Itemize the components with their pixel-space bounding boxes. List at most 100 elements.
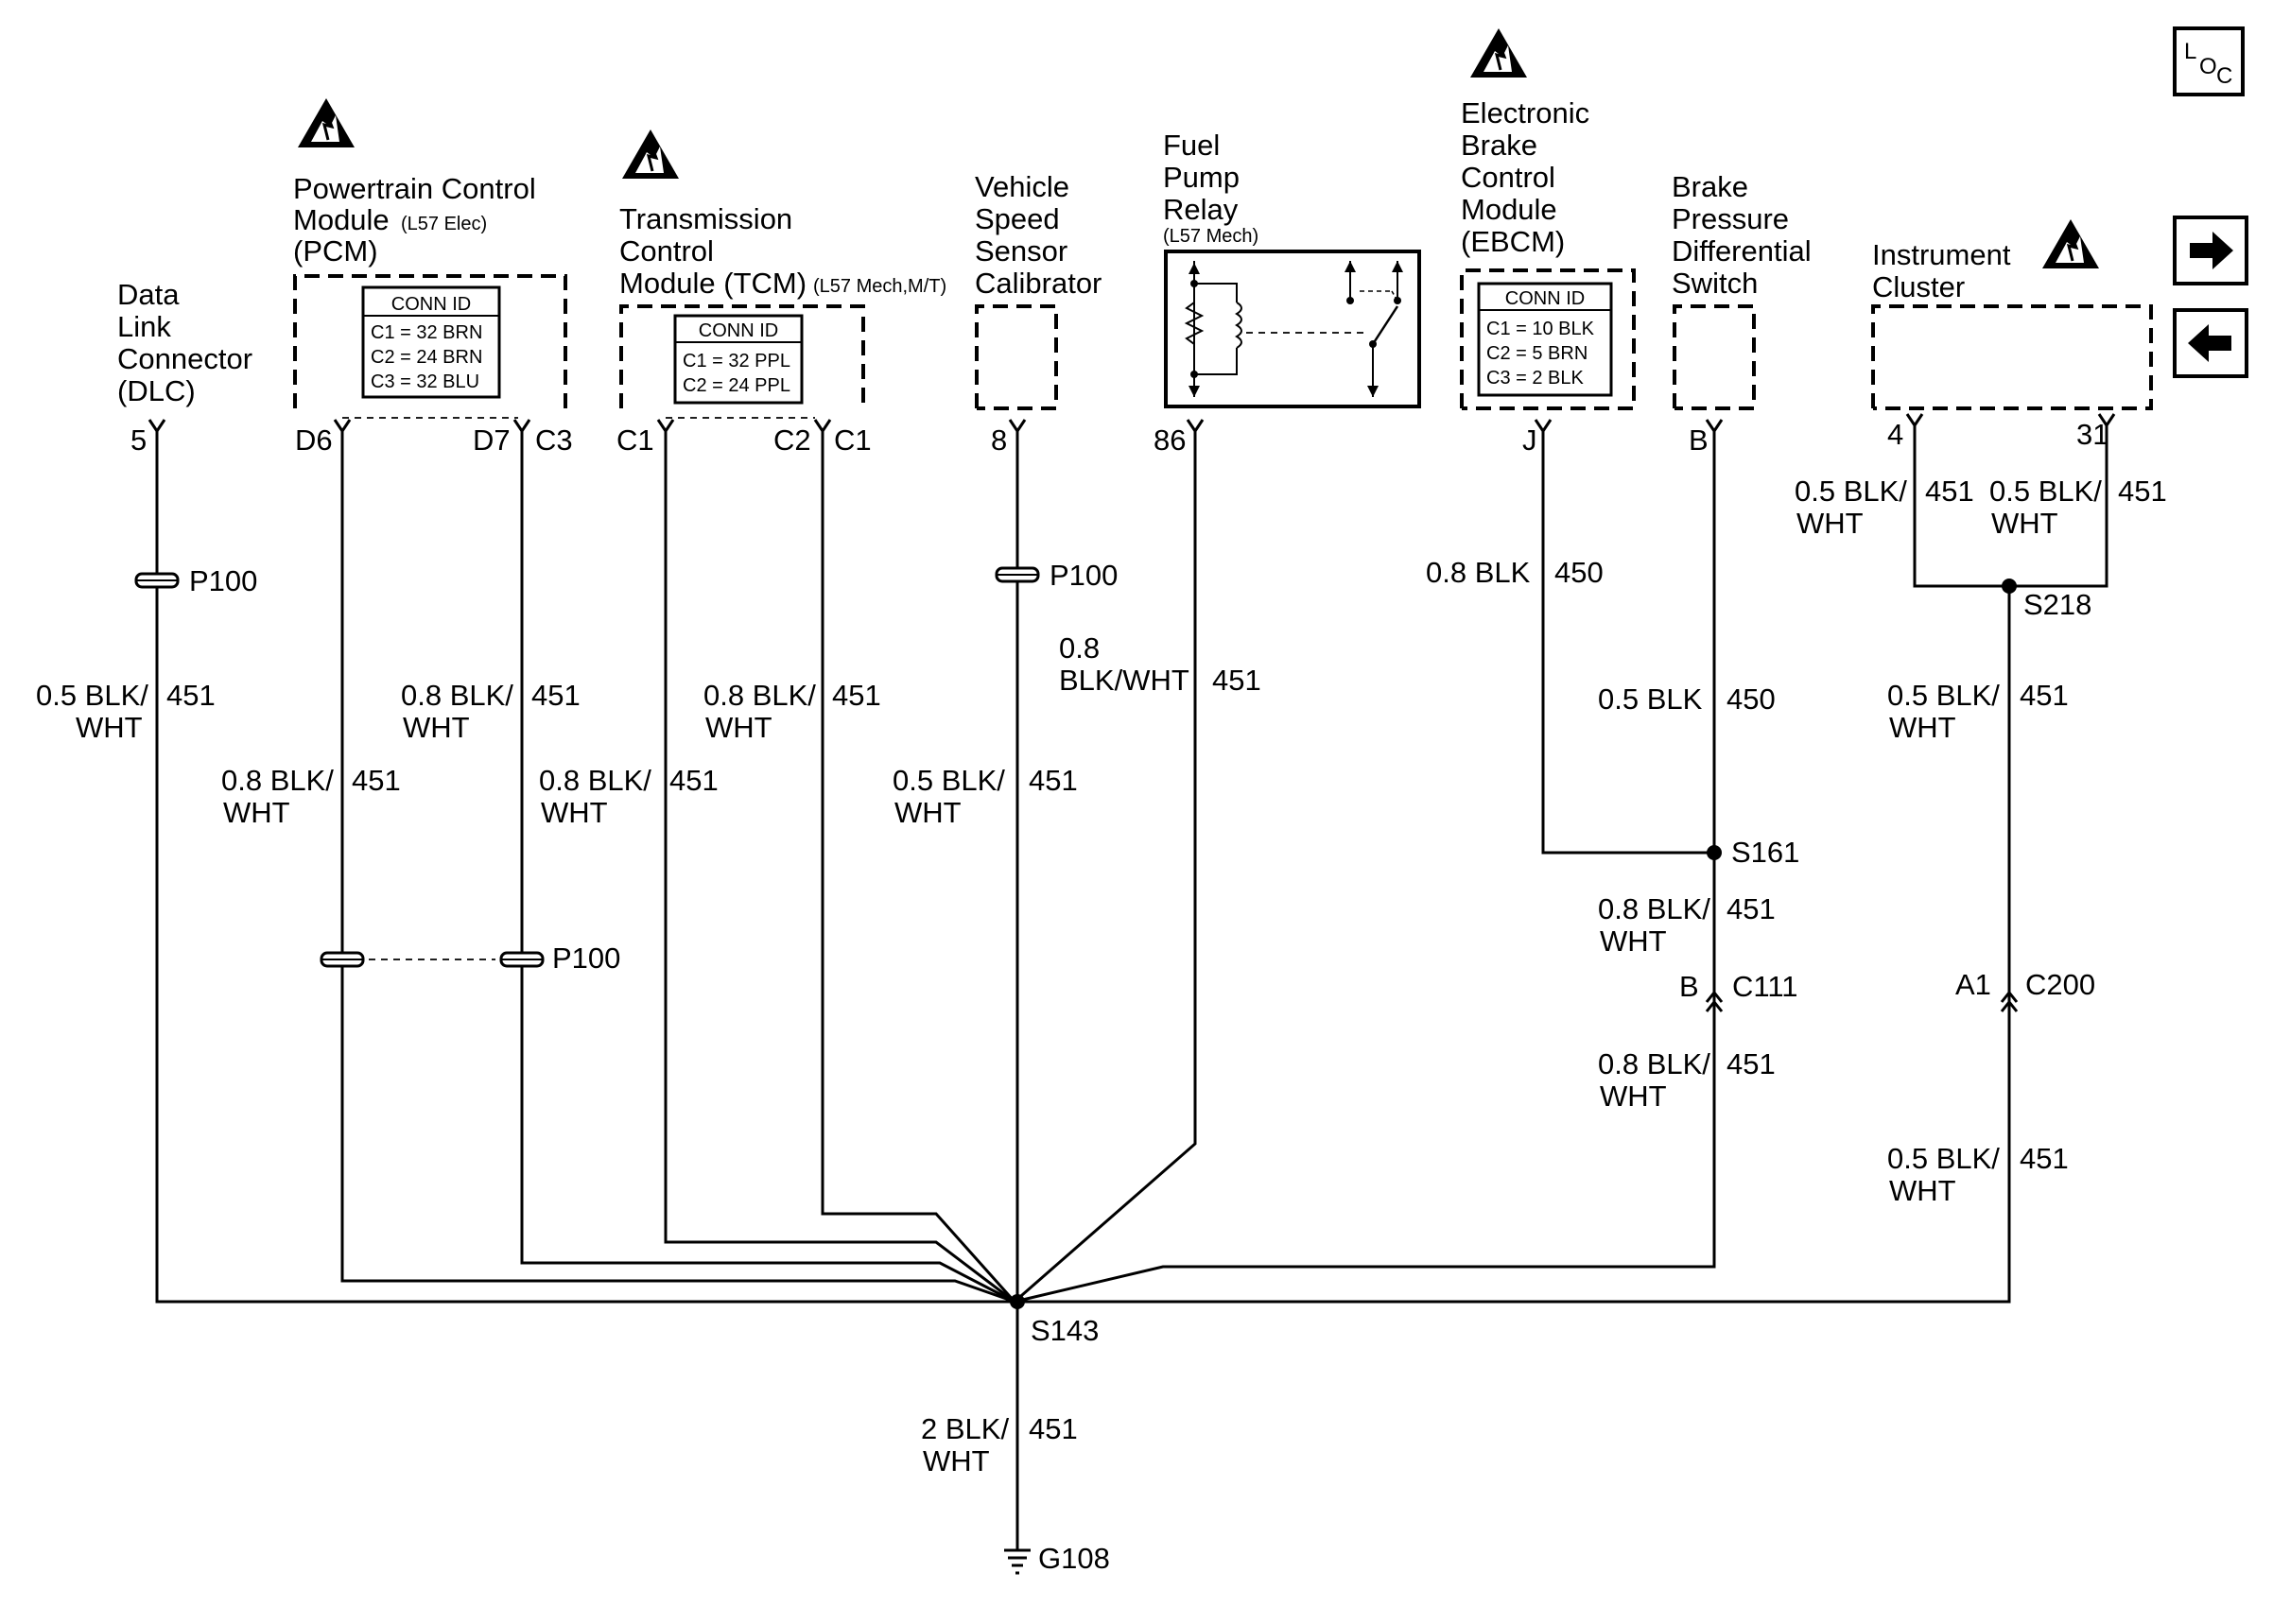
c200-pin: A1	[1955, 968, 1991, 1001]
fuel-pump-relay-box[interactable]	[1164, 250, 1421, 408]
wire-circuit: 451	[669, 764, 719, 797]
wire-labels: 0.5 BLK/ WHT 451 0.8 BLK/ WHT 451 0.8 BL…	[36, 475, 2167, 1477]
p100-label: P100	[1050, 559, 1118, 592]
ipc-title: Instrument Cluster	[1872, 238, 2011, 303]
ipc-box[interactable]	[1871, 304, 2153, 410]
tcm-conn-row: C1 = 32 PPL	[683, 351, 790, 371]
pcm-conn-row: C1 = 32 BRN	[371, 322, 482, 343]
wire-ebcm	[1541, 431, 1714, 855]
pin-label: J	[1522, 423, 1537, 457]
wire-circuit: 451	[1029, 1412, 1078, 1445]
esd-sensitive-icon	[1468, 26, 1529, 79]
pcm-conn-row: C3 = 32 BLU	[371, 371, 479, 392]
svg-text:Instrument: Instrument	[1872, 238, 2011, 271]
wire-gauge: 0.8 BLK/	[539, 764, 651, 797]
wire-gauge: WHT	[1889, 711, 1956, 744]
svg-text:(EBCM): (EBCM)	[1461, 225, 1565, 258]
svg-text:Calibrator: Calibrator	[975, 267, 1102, 300]
pin-label: 31	[2076, 418, 2108, 451]
vssc-title: Vehicle Speed Sensor Calibrator	[975, 170, 1102, 300]
relay-title: Fuel Pump Relay (L57 Mech)	[1163, 129, 1258, 247]
wire-pcm-d7	[520, 431, 1015, 1304]
location-icon[interactable]: L O C	[2173, 26, 2245, 96]
wire-circuit: 451	[352, 764, 401, 797]
svg-text:(L57 Mech,M/T): (L57 Mech,M/T)	[813, 276, 946, 297]
wire-pcm-d6	[340, 431, 1015, 1304]
pin-label: C2	[773, 423, 811, 457]
svg-text:(L57 Elec): (L57 Elec)	[401, 214, 487, 234]
ground-label: G108	[1038, 1542, 1110, 1575]
ebcm-box[interactable]: CONN ID C1 = 10 BLK C2 = 5 BRN C3 = 2 BL…	[1460, 268, 1636, 410]
bpds-title: Brake Pressure Differential Switch	[1672, 170, 1812, 300]
pass-through-dlc: P100	[134, 564, 257, 597]
tcm-box[interactable]: CONN ID C1 = 32 PPL C2 = 24 PPL	[619, 304, 865, 419]
wire-gauge: WHT	[223, 796, 290, 829]
wire-gauge: 2 BLK/	[921, 1412, 1009, 1445]
p100-label: P100	[189, 564, 257, 597]
svg-text:Pressure: Pressure	[1672, 202, 1789, 235]
wire-gauge: 0.8	[1059, 631, 1100, 665]
svg-text:S218: S218	[2023, 588, 2091, 621]
wire-gauge: WHT	[541, 796, 608, 829]
svg-text:Electronic: Electronic	[1461, 96, 1589, 130]
wire-circuit: 451	[1726, 892, 1776, 925]
pin-labels: 5 D6 D7 C3 C1 C2 C1 8 86 J B 4 31	[130, 418, 2108, 457]
wire-circuit: 451	[531, 679, 581, 712]
connector-forks	[147, 413, 2116, 434]
svg-text:S161: S161	[1731, 836, 1799, 869]
wire-gauge: WHT	[894, 796, 962, 829]
connector-c111: B C111	[1679, 970, 1798, 1012]
wire-gauge: 0.5 BLK/	[893, 764, 1005, 797]
ebcm-title: Electronic Brake Control Module (EBCM)	[1461, 96, 1589, 258]
svg-text:Link: Link	[117, 310, 171, 343]
wire-gauge: WHT	[1600, 1080, 1667, 1113]
wire-gauge: 0.5 BLK	[1598, 682, 1703, 716]
wire-gauge: WHT	[923, 1444, 990, 1477]
wire-tcm-c1	[664, 431, 1015, 1304]
pin-label: B	[1689, 423, 1709, 457]
pcm-conn-row: C2 = 24 BRN	[371, 347, 482, 368]
wire-gauge: WHT	[1600, 924, 1667, 958]
svg-text:(PCM): (PCM)	[293, 234, 378, 268]
wire-circuit: 451	[2020, 1142, 2069, 1175]
pass-through-vssc: P100	[995, 559, 1118, 592]
arrow-right-icon[interactable]	[2173, 216, 2248, 285]
svg-text:Pump: Pump	[1163, 161, 1240, 194]
wire-tcm-c2	[821, 431, 1016, 1303]
svg-text:Relay: Relay	[1163, 193, 1239, 226]
svg-text:(L57 Mech): (L57 Mech)	[1163, 226, 1258, 247]
p100-label: P100	[552, 942, 620, 975]
pin-label: C3	[535, 423, 573, 457]
arrow-left-icon[interactable]	[2173, 308, 2248, 378]
wire-gauge: WHT	[1889, 1174, 1956, 1207]
wire-ipc-down	[1015, 586, 2011, 1304]
bpds-box[interactable]	[1673, 304, 1756, 410]
svg-text:Vehicle: Vehicle	[975, 170, 1069, 203]
svg-text:Connector: Connector	[117, 342, 252, 375]
wire-gauge: 0.8 BLK/	[703, 679, 816, 712]
svg-text:Cluster: Cluster	[1872, 270, 1965, 303]
splice-s218: S218	[2002, 579, 2091, 621]
esd-sensitive-icon	[2040, 217, 2101, 270]
wire-gauge: 0.5 BLK/	[1989, 475, 2102, 508]
wire-gauge: BLK/WHT	[1059, 664, 1189, 697]
svg-text:Fuel: Fuel	[1163, 129, 1220, 162]
svg-text:(DLC): (DLC)	[117, 374, 196, 407]
ebcm-conn-row: C3 = 2 BLK	[1486, 368, 1585, 389]
pin-label: 8	[991, 423, 1007, 457]
wire-gauge: 0.5 BLK/	[36, 679, 148, 712]
wire-circuit: 451	[2020, 679, 2069, 712]
wire-gauge: WHT	[403, 711, 470, 744]
wire-bpds	[1014, 431, 1716, 1304]
vssc-box[interactable]	[975, 304, 1058, 410]
pcm-box[interactable]: CONN ID C1 = 32 BRN C2 = 24 BRN C3 = 32 …	[293, 274, 567, 419]
loc-letter-o: O	[2199, 54, 2217, 79]
c111-pin: B	[1679, 970, 1699, 1003]
wire-gauge: WHT	[1991, 507, 2058, 540]
connector-c200: A1 C200	[1955, 968, 2095, 1012]
splice-s143: S143	[1010, 1294, 1099, 1347]
c200-id: C200	[2025, 968, 2095, 1001]
tcm-conn-row: C2 = 24 PPL	[683, 375, 790, 396]
wire-circuit: 451	[1029, 764, 1078, 797]
ebcm-conn-row: C2 = 5 BRN	[1486, 343, 1588, 364]
